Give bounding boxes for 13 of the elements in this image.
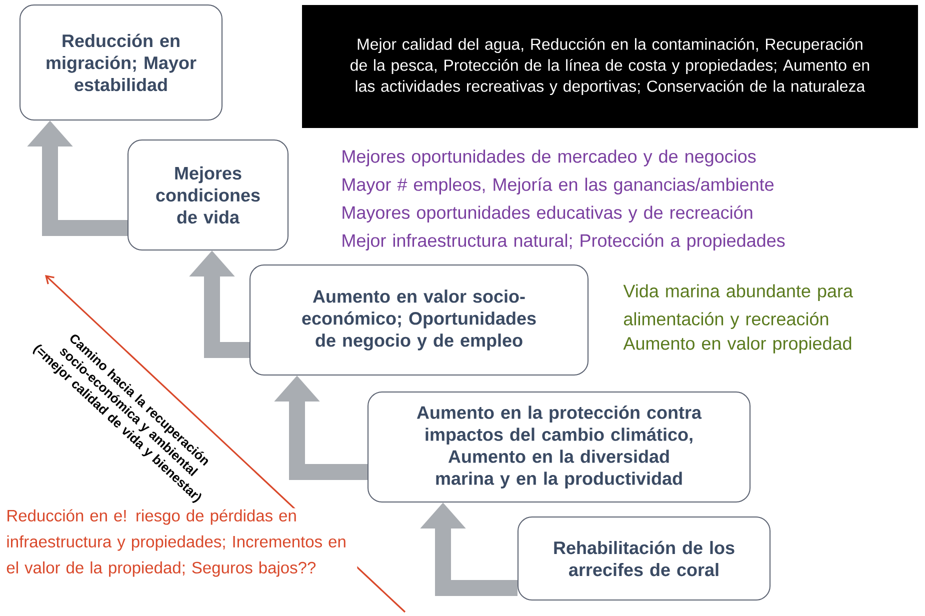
process-box: Mejores condiciones de vida: [128, 140, 288, 250]
benefit-text: Mejores oportunidades de mercadeo y de negocios: [342, 150, 756, 166]
note-text: Reducción en e! riesgo de pérdidas en infraestructura y propiedades; Incrementos en el valor de la propiedad; Seguros bajos??: [5, 508, 358, 578]
benefit-text: Aumento en valor propiedad: [623, 336, 852, 354]
benefit-text: Mayor # empleos, Mejoría en las ganancias/ambiente: [342, 178, 774, 194]
text-panel: Mejor calidad del agua, Reducción en la contaminación, Recuperación de la pesca, Protección de la línea de costa y propiedades; Aumento en las actividades recreativas y deportivas; Conservación de la naturaleza: [302, 5, 918, 128]
benefit-text: Mayores oportunidades educativas y de recreación: [342, 206, 752, 222]
process-box: Aumento en valor socio-económico; Oportunidades de negocio y de empleo: [250, 264, 588, 376]
process-box: Rehabilitación de los arrecifes de coral: [518, 516, 770, 600]
process-box: Aumento en la protección contra impactos del cambio climático, Aumento en la diversidad marina y en la productividad: [368, 392, 750, 502]
process-box: Reducción en migración; Mayor estabilidad: [20, 4, 222, 120]
benefit-text: Vida marina abundante para alimentación y recreación: [623, 284, 853, 329]
benefit-text: Mejor infraestructura natural; Protección a propiedades: [342, 234, 785, 250]
